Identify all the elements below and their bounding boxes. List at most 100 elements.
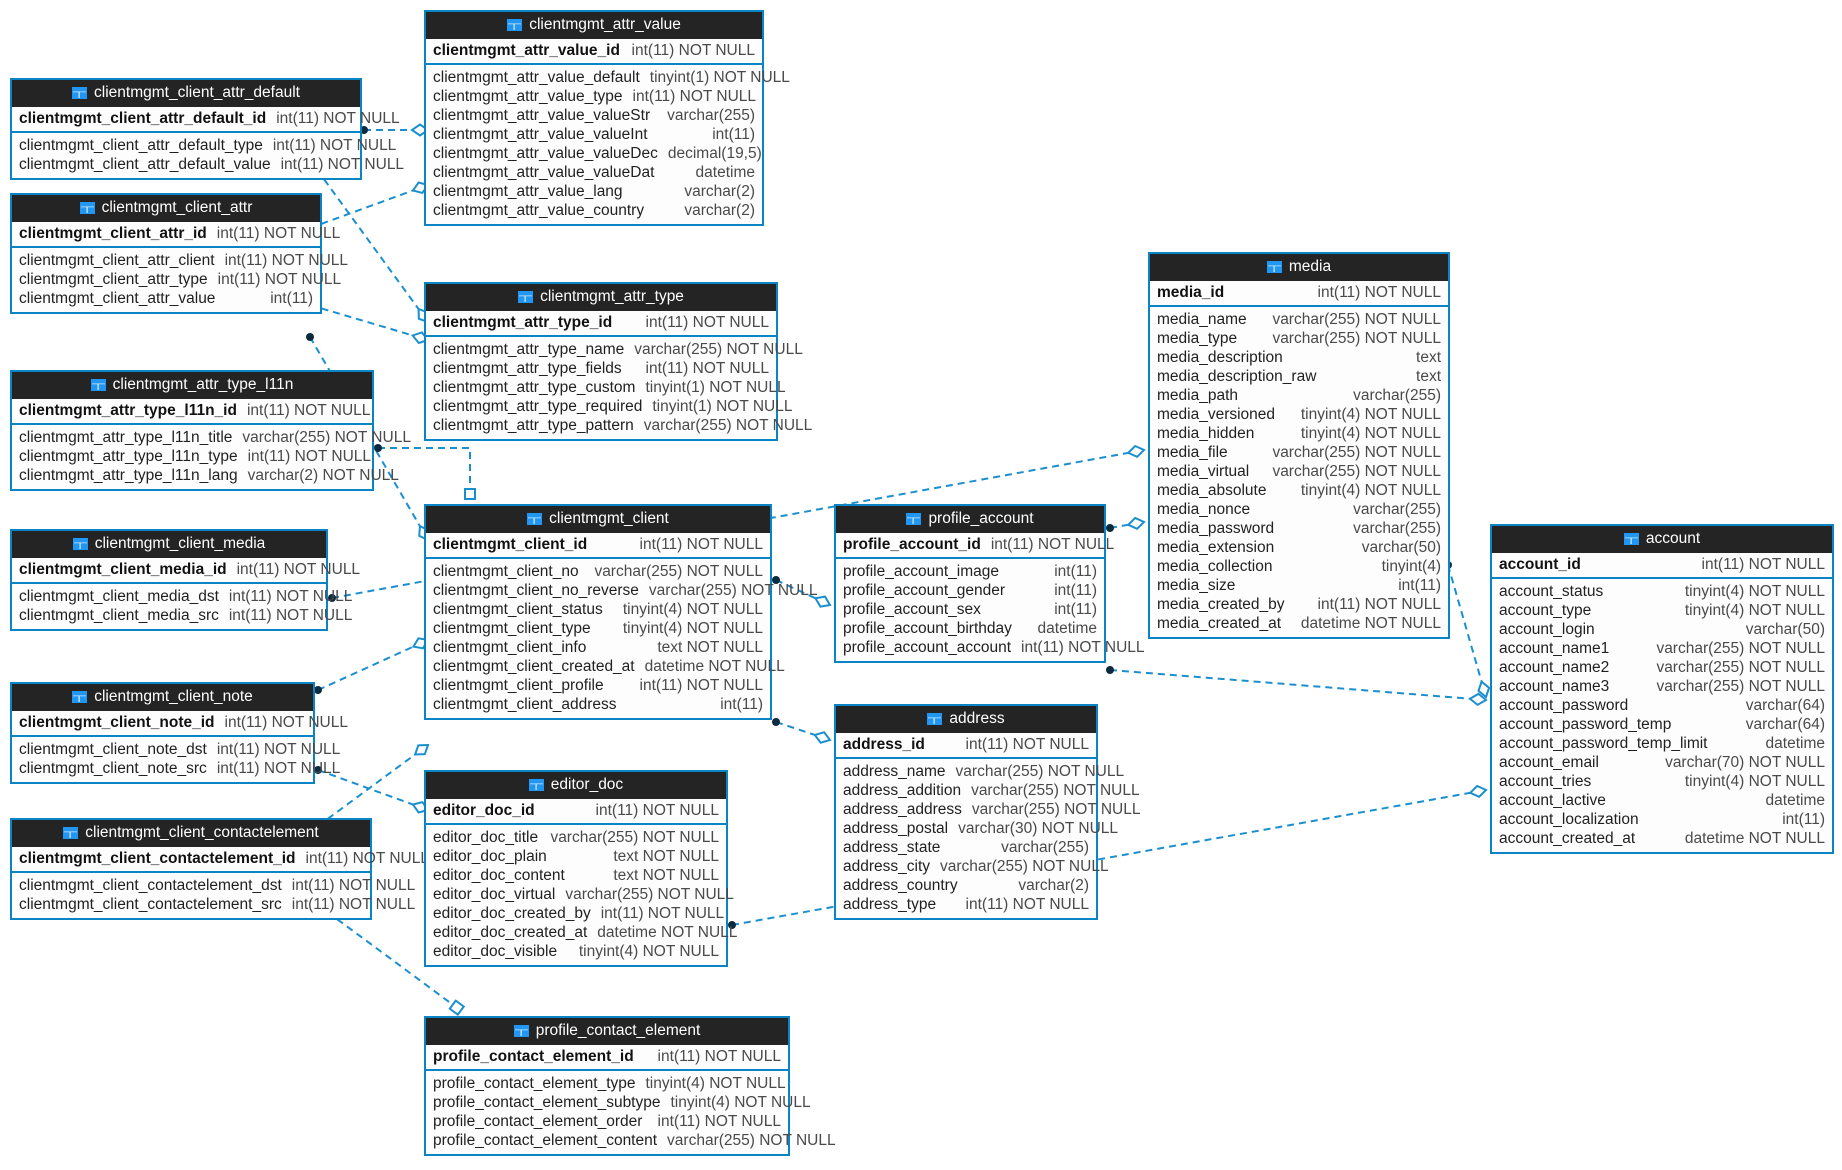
- column-row[interactable]: address_statevarchar(255): [836, 838, 1096, 857]
- column-row[interactable]: media_extensionvarchar(50): [1150, 538, 1448, 557]
- primary-key-row[interactable]: profile_account_idint(11) NOT NULL: [836, 533, 1114, 559]
- column-row[interactable]: account_emailvarchar(70) NOT NULL: [1492, 753, 1832, 772]
- entity-clientmgmt_client_contactelement[interactable]: clientmgmt_client_contactelementclientmg…: [10, 818, 429, 920]
- column-row[interactable]: clientmgmt_client_media_srcint(11) NOT N…: [12, 606, 352, 625]
- primary-key-row[interactable]: clientmgmt_attr_type_idint(11) NOT NULL: [426, 311, 776, 337]
- column-row[interactable]: profile_contact_element_subtypetinyint(4…: [426, 1093, 811, 1112]
- column-row[interactable]: clientmgmt_attr_type_l11n_langvarchar(2)…: [12, 466, 399, 485]
- primary-key-row[interactable]: editor_doc_idint(11) NOT NULL: [426, 799, 726, 825]
- column-row[interactable]: media_passwordvarchar(255): [1150, 519, 1448, 538]
- column-row[interactable]: clientmgmt_client_note_dstint(11) NOT NU…: [12, 740, 340, 759]
- entity-profile_contact_element[interactable]: profile_contact_elementprofile_contact_e…: [424, 1016, 836, 1156]
- primary-key-row[interactable]: clientmgmt_attr_type_l11n_idint(11) NOT …: [12, 399, 372, 425]
- column-row[interactable]: clientmgmt_client_addressint(11): [426, 695, 770, 714]
- entity-clientmgmt_client_attr_default[interactable]: clientmgmt_client_attr_defaultclientmgmt…: [10, 78, 404, 180]
- entity-clientmgmt_client_media[interactable]: clientmgmt_client_mediaclientmgmt_client…: [10, 529, 360, 631]
- column-row[interactable]: account_loginvarchar(50): [1492, 620, 1832, 639]
- column-row[interactable]: account_name3varchar(255) NOT NULL: [1492, 677, 1832, 696]
- column-row[interactable]: clientmgmt_client_contactelement_dstint(…: [12, 876, 415, 895]
- column-row[interactable]: account_triestinyint(4) NOT NULL: [1492, 772, 1832, 791]
- primary-key-row[interactable]: clientmgmt_client_contactelement_idint(1…: [12, 847, 429, 873]
- column-row[interactable]: address_namevarchar(255) NOT NULL: [836, 762, 1124, 781]
- column-row[interactable]: profile_account_imageint(11): [836, 562, 1104, 581]
- column-row[interactable]: editor_doc_titlevarchar(255) NOT NULL: [426, 828, 726, 847]
- column-row[interactable]: clientmgmt_client_attr_default_typeint(1…: [12, 136, 396, 155]
- entity-editor_doc[interactable]: editor_doceditor_doc_idint(11) NOT NULLe…: [424, 770, 737, 967]
- column-row[interactable]: account_lactivedatetime: [1492, 791, 1832, 810]
- entity-clientmgmt_attr_type_l11n[interactable]: clientmgmt_attr_type_l11nclientmgmt_attr…: [10, 370, 411, 491]
- primary-key-row[interactable]: clientmgmt_client_attr_default_idint(11)…: [12, 107, 400, 133]
- column-row[interactable]: media_description_rawtext: [1150, 367, 1448, 386]
- primary-key-row[interactable]: address_idint(11) NOT NULL: [836, 733, 1096, 759]
- column-row[interactable]: media_noncevarchar(255): [1150, 500, 1448, 519]
- column-row[interactable]: account_name2varchar(255) NOT NULL: [1492, 658, 1832, 677]
- column-row[interactable]: editor_doc_contenttext NOT NULL: [426, 866, 726, 885]
- entity-clientmgmt_attr_value[interactable]: clientmgmt_attr_valueclientmgmt_attr_val…: [424, 10, 790, 226]
- column-row[interactable]: media_created_byint(11) NOT NULL: [1150, 595, 1448, 614]
- column-row[interactable]: account_created_atdatetime NOT NULL: [1492, 829, 1832, 848]
- column-row[interactable]: clientmgmt_attr_type_namevarchar(255) NO…: [426, 340, 803, 359]
- column-row[interactable]: account_localizationint(11): [1492, 810, 1832, 829]
- column-row[interactable]: clientmgmt_attr_type_l11n_typeint(11) NO…: [12, 447, 372, 466]
- column-row[interactable]: account_passwordvarchar(64): [1492, 696, 1832, 715]
- column-row[interactable]: clientmgmt_client_attr_typeint(11) NOT N…: [12, 270, 341, 289]
- column-row[interactable]: profile_contact_element_orderint(11) NOT…: [426, 1112, 788, 1131]
- entity-profile_account[interactable]: profile_accountprofile_account_idint(11)…: [834, 504, 1145, 663]
- column-row[interactable]: profile_account_accountint(11) NOT NULL: [836, 638, 1145, 657]
- column-row[interactable]: media_filevarchar(255) NOT NULL: [1150, 443, 1448, 462]
- column-row[interactable]: clientmgmt_client_contactelement_srcint(…: [12, 895, 415, 914]
- column-row[interactable]: media_collectiontinyint(4): [1150, 557, 1448, 576]
- column-row[interactable]: address_additionvarchar(255) NOT NULL: [836, 781, 1140, 800]
- column-row[interactable]: clientmgmt_attr_value_valueStrvarchar(25…: [426, 106, 762, 125]
- column-row[interactable]: clientmgmt_attr_value_countryvarchar(2): [426, 201, 762, 220]
- column-row[interactable]: clientmgmt_client_profileint(11) NOT NUL…: [426, 676, 770, 695]
- column-row[interactable]: clientmgmt_attr_value_langvarchar(2): [426, 182, 762, 201]
- column-row[interactable]: media_typevarchar(255) NOT NULL: [1150, 329, 1448, 348]
- column-row[interactable]: media_versionedtinyint(4) NOT NULL: [1150, 405, 1448, 424]
- column-row[interactable]: address_typeint(11) NOT NULL: [836, 895, 1096, 914]
- column-row[interactable]: media_created_atdatetime NOT NULL: [1150, 614, 1448, 633]
- entity-clientmgmt_attr_type[interactable]: clientmgmt_attr_typeclientmgmt_attr_type…: [424, 282, 812, 441]
- column-row[interactable]: account_typetinyint(4) NOT NULL: [1492, 601, 1832, 620]
- column-row[interactable]: media_descriptiontext: [1150, 348, 1448, 367]
- column-row[interactable]: media_namevarchar(255) NOT NULL: [1150, 310, 1448, 329]
- entity-clientmgmt_client[interactable]: clientmgmt_clientclientmgmt_client_idint…: [424, 504, 817, 720]
- column-row[interactable]: clientmgmt_attr_type_fieldsint(11) NOT N…: [426, 359, 776, 378]
- primary-key-row[interactable]: clientmgmt_attr_value_idint(11) NOT NULL: [426, 39, 762, 65]
- column-row[interactable]: clientmgmt_client_media_dstint(11) NOT N…: [12, 587, 352, 606]
- column-row[interactable]: profile_account_sexint(11): [836, 600, 1104, 619]
- column-row[interactable]: editor_doc_created_byint(11) NOT NULL: [426, 904, 726, 923]
- column-row[interactable]: clientmgmt_client_created_atdatetime NOT…: [426, 657, 785, 676]
- column-row[interactable]: media_virtualvarchar(255) NOT NULL: [1150, 462, 1448, 481]
- column-row[interactable]: clientmgmt_attr_type_patternvarchar(255)…: [426, 416, 812, 435]
- column-row[interactable]: profile_contact_element_typetinyint(4) N…: [426, 1074, 788, 1093]
- column-row[interactable]: editor_doc_visibletinyint(4) NOT NULL: [426, 942, 726, 961]
- primary-key-row[interactable]: clientmgmt_client_media_idint(11) NOT NU…: [12, 558, 360, 584]
- column-row[interactable]: clientmgmt_attr_type_customtinyint(1) NO…: [426, 378, 786, 397]
- column-row[interactable]: address_postalvarchar(30) NOT NULL: [836, 819, 1118, 838]
- column-row[interactable]: clientmgmt_client_novarchar(255) NOT NUL…: [426, 562, 770, 581]
- column-row[interactable]: clientmgmt_client_attr_valueint(11): [12, 289, 320, 308]
- column-row[interactable]: clientmgmt_client_no_reversevarchar(255)…: [426, 581, 817, 600]
- column-row[interactable]: clientmgmt_client_note_srcint(11) NOT NU…: [12, 759, 340, 778]
- column-row[interactable]: clientmgmt_attr_type_l11n_titlevarchar(2…: [12, 428, 411, 447]
- entity-clientmgmt_client_attr[interactable]: clientmgmt_client_attrclientmgmt_client_…: [10, 193, 348, 314]
- column-row[interactable]: media_sizeint(11): [1150, 576, 1448, 595]
- column-row[interactable]: clientmgmt_attr_value_valueDatdatetime: [426, 163, 762, 182]
- column-row[interactable]: clientmgmt_client_attr_clientint(11) NOT…: [12, 251, 348, 270]
- column-row[interactable]: clientmgmt_attr_value_valueIntint(11): [426, 125, 762, 144]
- column-row[interactable]: address_cityvarchar(255) NOT NULL: [836, 857, 1109, 876]
- column-row[interactable]: profile_contact_element_contentvarchar(2…: [426, 1131, 836, 1150]
- column-row[interactable]: profile_account_genderint(11): [836, 581, 1104, 600]
- column-row[interactable]: profile_account_birthdaydatetime: [836, 619, 1104, 638]
- primary-key-row[interactable]: clientmgmt_client_idint(11) NOT NULL: [426, 533, 770, 559]
- entity-account[interactable]: accountaccount_idint(11) NOT NULLaccount…: [1490, 524, 1834, 854]
- column-row[interactable]: clientmgmt_client_attr_default_valueint(…: [12, 155, 404, 174]
- column-row[interactable]: clientmgmt_attr_value_valueDecdecimal(19…: [426, 144, 762, 163]
- column-row[interactable]: media_absolutetinyint(4) NOT NULL: [1150, 481, 1448, 500]
- column-row[interactable]: media_pathvarchar(255): [1150, 386, 1448, 405]
- primary-key-row[interactable]: media_idint(11) NOT NULL: [1150, 281, 1448, 307]
- column-row[interactable]: account_password_tempvarchar(64): [1492, 715, 1832, 734]
- column-row[interactable]: address_countryvarchar(2): [836, 876, 1096, 895]
- column-row[interactable]: account_password_temp_limitdatetime: [1492, 734, 1832, 753]
